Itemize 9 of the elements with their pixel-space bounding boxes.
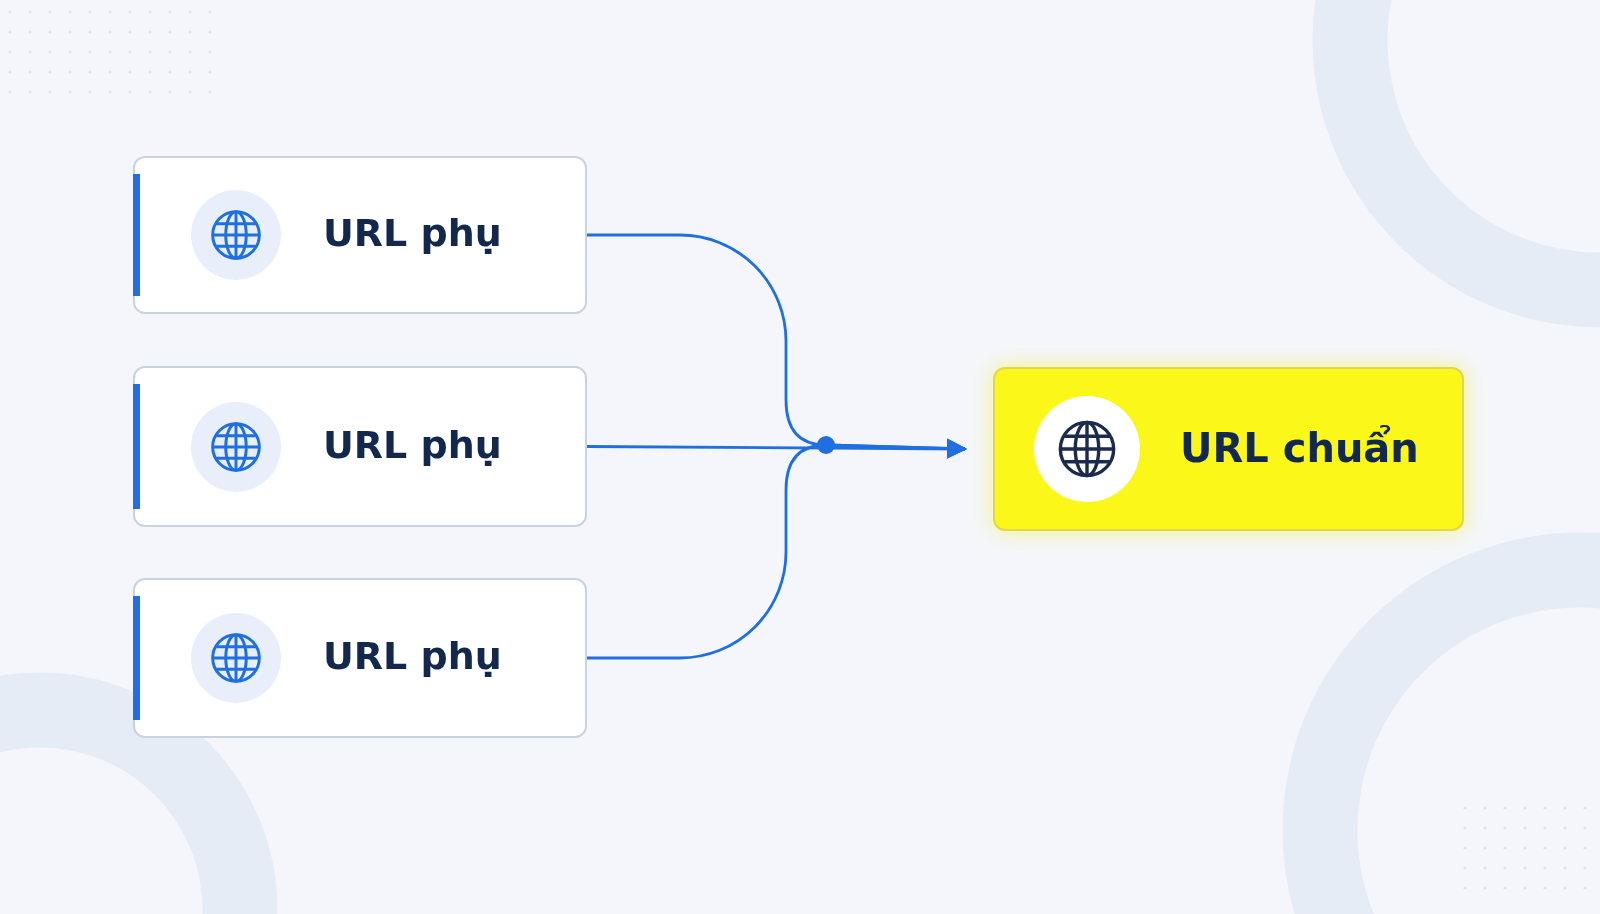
source-box xyxy=(133,578,587,738)
node-label: URL phụ xyxy=(323,634,502,678)
node-label: URL phụ xyxy=(323,211,502,255)
node-label: URL phụ xyxy=(323,422,502,467)
source-box xyxy=(133,156,587,314)
target-box xyxy=(993,367,1464,531)
connector-arrow xyxy=(587,438,967,660)
source-box xyxy=(133,366,587,527)
node-label: URL chuẩn xyxy=(1180,425,1419,471)
